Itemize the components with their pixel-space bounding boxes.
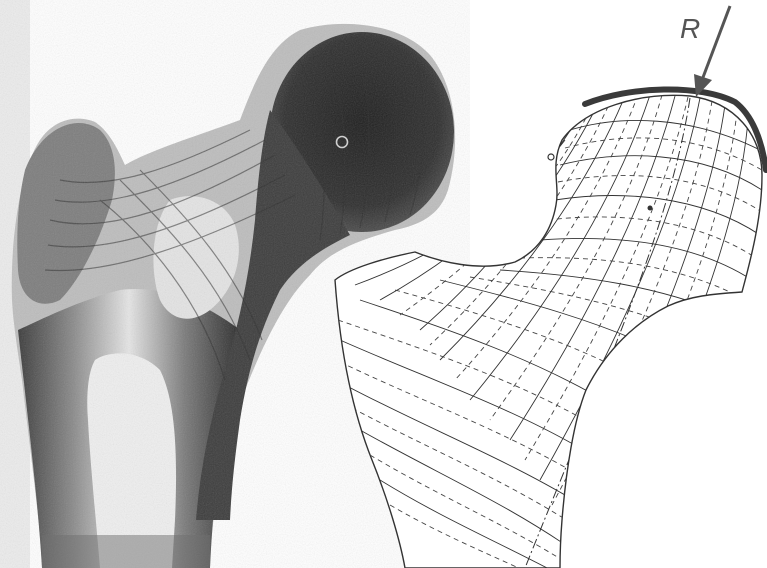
force-arrow: R: [680, 6, 730, 97]
head-centre-point: [648, 206, 653, 211]
fovea-marker: [548, 154, 554, 160]
force-arrow-shaft: [702, 6, 730, 80]
radiograph-bottom-band: [42, 535, 210, 568]
force-label: R: [680, 13, 700, 44]
